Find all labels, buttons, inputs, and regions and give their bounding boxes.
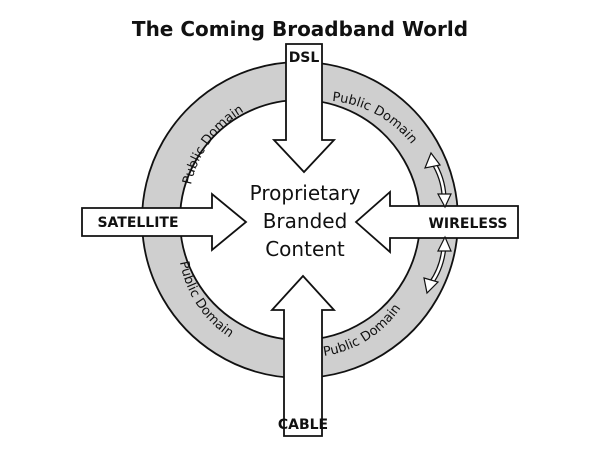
satellite-label: SATELLITE (97, 215, 178, 231)
wireless-label: WIRELESS (428, 216, 507, 232)
diagram-title: The Coming Broadband World (132, 17, 468, 41)
ring-double-arrow-upper (424, 151, 452, 209)
center-line-3: Content (265, 237, 345, 261)
cable-label: CABLE (278, 417, 328, 433)
center-line-2: Branded (263, 209, 348, 233)
ring-double-arrow-lower (423, 235, 452, 295)
dsl-arrow: DSL (271, 43, 337, 174)
dsl-label: DSL (289, 50, 320, 66)
wireless-arrow: WIRELESS (354, 190, 519, 254)
center-line-1: Proprietary (250, 181, 361, 205)
cable-arrow: CABLE (269, 274, 337, 437)
satellite-arrow: SATELLITE (81, 192, 248, 252)
